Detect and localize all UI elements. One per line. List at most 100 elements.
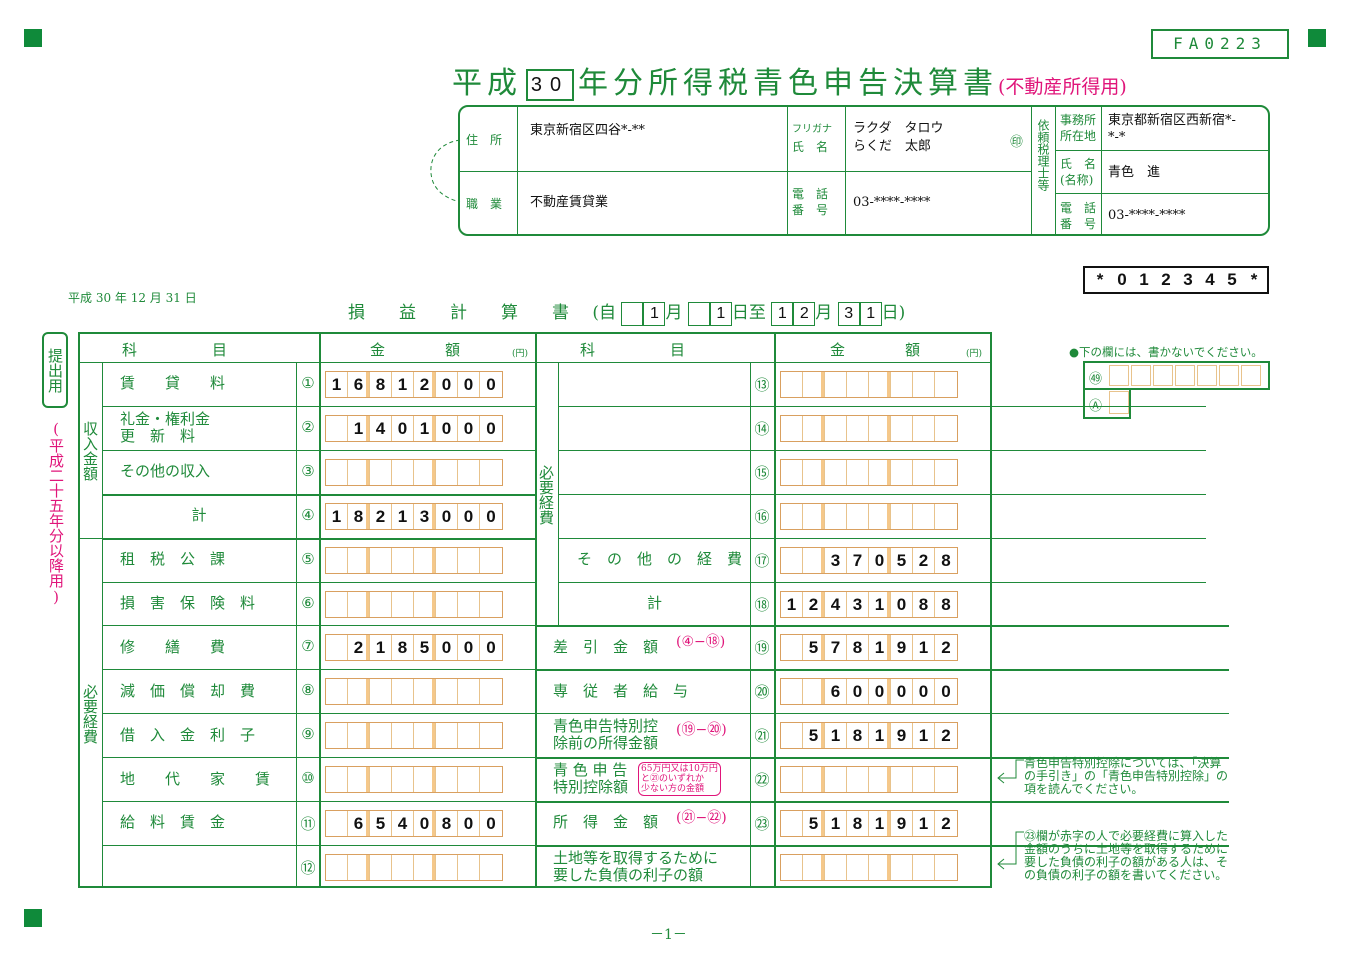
row-formula: (⑲−⑳) xyxy=(676,722,727,739)
amount-digit xyxy=(392,723,414,749)
amount-digit xyxy=(348,547,370,573)
period-digit-box[interactable]: 3 xyxy=(837,301,860,326)
title-era: 平成 xyxy=(452,66,522,101)
amount-field[interactable] xyxy=(325,853,503,881)
accountant-phone-value[interactable]: 03-****-**** xyxy=(1108,208,1186,223)
name-value[interactable]: らくだ 太郎 xyxy=(853,139,932,154)
grid-line xyxy=(535,713,1229,715)
amount-digit: 1 xyxy=(370,635,392,661)
office-value[interactable]: 東京都新宿区西新宿*- *-* xyxy=(1108,113,1236,145)
grid-line xyxy=(102,537,535,540)
amount-digit: 0 xyxy=(436,635,458,661)
serial-digit: * xyxy=(1250,270,1258,289)
amount-digit xyxy=(803,547,825,573)
amount-field[interactable] xyxy=(325,546,503,574)
row-number: ⑰ xyxy=(754,551,770,570)
amount-digit xyxy=(392,591,414,617)
amount-digit: 6 xyxy=(825,679,847,705)
grid-line xyxy=(535,669,1229,672)
amount-field[interactable] xyxy=(780,371,958,398)
amount-digit: 1 xyxy=(348,415,370,441)
amount-digit: 1 xyxy=(913,811,935,836)
amount-field[interactable] xyxy=(325,722,503,750)
amount-digit xyxy=(370,679,392,705)
grid-line xyxy=(558,581,1206,583)
phone-value[interactable]: 03-****-**** xyxy=(853,195,931,210)
grid-line xyxy=(558,405,1206,407)
amount-digit xyxy=(370,547,392,573)
accountant-name-value[interactable]: 青色 進 xyxy=(1108,165,1161,180)
address-value[interactable]: 東京新宿区四谷*-** xyxy=(530,123,645,138)
amount-digit: 2 xyxy=(348,635,370,661)
amount-digit xyxy=(781,415,803,441)
amount-digit: 8 xyxy=(370,372,392,397)
amount-digit xyxy=(781,459,803,485)
furigana-value[interactable]: ラクダ タロウ xyxy=(853,121,944,136)
amount-digit xyxy=(458,459,480,485)
amount-field[interactable] xyxy=(780,766,958,794)
amount-digit: 1 xyxy=(869,635,891,661)
amount-digit xyxy=(326,811,348,836)
amount-digit xyxy=(935,416,957,441)
amount-digit: 9 xyxy=(891,723,913,749)
amount-digit xyxy=(458,591,480,617)
amount-field[interactable] xyxy=(325,590,503,618)
accountant-name-label: 氏 名 (名称) xyxy=(1060,157,1097,187)
amount-field[interactable] xyxy=(325,678,503,706)
amount-field[interactable] xyxy=(780,414,958,442)
amount-digit xyxy=(869,767,891,793)
period-digit-box[interactable]: 1 xyxy=(771,301,794,326)
row-label: 租 税 公 課 xyxy=(120,550,226,569)
group-label: 必要経費 xyxy=(537,464,555,525)
row-number: ① xyxy=(301,374,315,392)
grid-line xyxy=(102,405,535,407)
period-digit-box[interactable]: 2 xyxy=(793,301,816,326)
amount-digit: 0 xyxy=(458,372,480,397)
amount-digit xyxy=(458,723,480,749)
amount-digit: 0 xyxy=(436,372,458,397)
amount-field[interactable] xyxy=(780,502,958,530)
serial-digit: 3 xyxy=(1183,270,1193,289)
registration-mark xyxy=(24,909,42,927)
amount-field[interactable] xyxy=(325,766,503,794)
row-label: 借 入 金 利 子 xyxy=(120,725,256,744)
occupation-value[interactable]: 不動産賃貸業 xyxy=(530,195,609,210)
period-from-month[interactable]: 1 xyxy=(643,301,666,326)
amount-digit xyxy=(803,459,825,485)
amount-field[interactable] xyxy=(780,853,958,881)
amount-field[interactable] xyxy=(780,458,958,486)
version-note: (平成二十五年分以降用) xyxy=(47,420,65,606)
amount-digit xyxy=(825,854,847,880)
amount-digit xyxy=(370,591,392,617)
amount-digit: 5 xyxy=(414,635,436,661)
title-year-box[interactable]: 30 xyxy=(526,69,574,101)
period-from-month-box-a[interactable] xyxy=(621,301,644,326)
amount-digit: 1 xyxy=(825,811,847,836)
office-use-cell xyxy=(1153,365,1173,386)
amount-digit xyxy=(436,547,458,573)
amount-field[interactable] xyxy=(325,458,503,486)
amount-digit xyxy=(935,372,957,397)
period-digit-box[interactable]: 1 xyxy=(859,301,882,326)
amount-digit: 8 xyxy=(392,635,414,661)
period-from-day[interactable]: 1 xyxy=(709,301,732,326)
col-header-item: 科 目 xyxy=(122,341,228,359)
amount-digit xyxy=(480,460,502,485)
amount-digit: 4 xyxy=(825,591,847,617)
row-label: 地 代 家 賃 xyxy=(120,769,271,788)
period-from-day-box-a[interactable] xyxy=(687,301,710,326)
office-use-cell xyxy=(1219,365,1239,386)
